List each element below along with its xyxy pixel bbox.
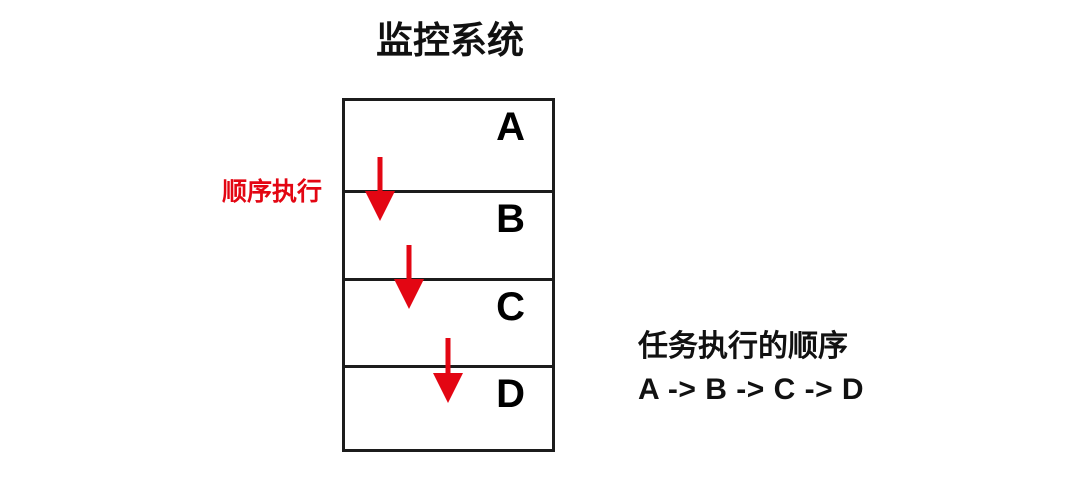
stack-row-label-d: D <box>496 372 525 416</box>
stack-row-b: B <box>345 190 552 278</box>
stack-row-c: C <box>345 278 552 365</box>
execution-order-note: 任务执行的顺序 A -> B -> C -> D <box>638 330 968 406</box>
sequence-execution-label: 顺序执行 <box>222 178 323 206</box>
stack-row-label-c: C <box>496 285 525 329</box>
note-title: 任务执行的顺序 <box>638 330 848 363</box>
page-title: 监控系统 <box>376 20 524 61</box>
stack-row-a: A <box>345 101 552 190</box>
note-sequence: A -> B -> C -> D <box>638 372 865 406</box>
stack-row-label-a: A <box>496 105 525 149</box>
stack-row-d: D <box>345 365 552 452</box>
task-stack-box: A B C D <box>342 98 555 452</box>
stack-row-label-b: B <box>496 197 525 241</box>
